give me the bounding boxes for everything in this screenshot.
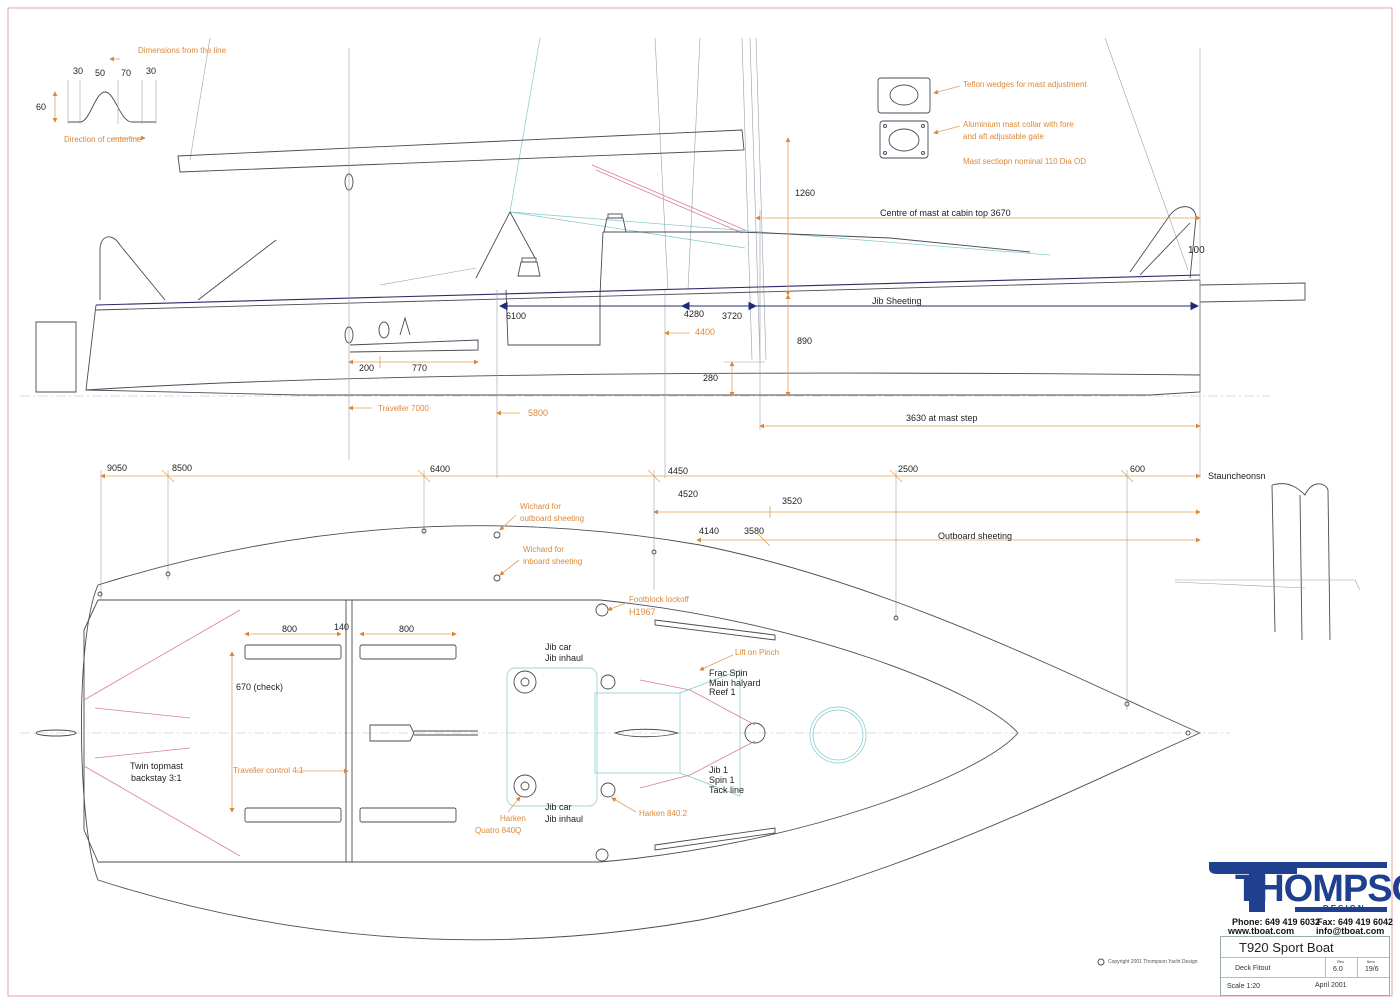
brand-phone: Phone: 649 419 6032 <box>1232 917 1321 927</box>
rev-value: 6.0 <box>1333 966 1343 973</box>
station-8500: 8500 <box>172 463 192 473</box>
brand-fax: Fax: 649 419 6042 <box>1317 917 1394 927</box>
harken-quatro-label: Harken <box>500 814 526 823</box>
stanchion-detail <box>1174 483 1361 641</box>
dim-6100: 6100 <box>506 311 526 321</box>
jibcar-bottom-label: Jib inhaul <box>545 814 583 824</box>
detail-direction: Direction of centerline <box>64 135 142 144</box>
line-tack: Tack line <box>709 785 744 795</box>
hull-plan: Wichard for outboard sheeting Wichard fo… <box>20 502 1230 941</box>
dim-800b: 800 <box>399 624 414 634</box>
detail-dim: 30 <box>73 66 83 76</box>
footblock-label: Footblock lockoff <box>629 595 690 604</box>
item-label: Item <box>1367 959 1375 964</box>
dim-200: 200 <box>359 363 374 373</box>
detail-dim: 50 <box>95 68 105 78</box>
dim-4400: 4400 <box>695 327 715 337</box>
line-frac: Frac Spin <box>709 668 748 678</box>
jibcar-top-label: Jib inhaul <box>545 653 583 663</box>
date: April 2001 <box>1315 982 1347 989</box>
hull-profile: 1260 Centre of mast at cabin top 3670 10… <box>20 37 1306 478</box>
note-collar: Aluminium mast collar with fore <box>963 120 1074 129</box>
wichard-inboard-label: inboard sheeting <box>523 557 582 566</box>
detail-note: Dimensions from the line <box>138 46 227 55</box>
brand-logo: THOMPSON DESIGN <box>1205 860 1400 940</box>
traveller-label: Traveller 7000 <box>378 404 429 413</box>
copyright-text: Copyright 2001 Thompson Yacht Design <box>1108 959 1198 965</box>
item-value: 19/6 <box>1365 966 1379 973</box>
dim-3720: 3720 <box>722 311 742 321</box>
dim-mast-step: 3630 at mast step <box>906 413 978 423</box>
station-3520: 3520 <box>782 496 802 506</box>
station-9050: 9050 <box>107 463 127 473</box>
copyright-mark <box>1097 958 1105 966</box>
harken-840-label: Harken 840.2 <box>639 809 688 818</box>
traveller-control-label: Traveller control 4:1 <box>233 766 304 775</box>
drawing-name: Deck Fitout <box>1235 965 1271 972</box>
wichard-outboard-label: Wichard for <box>520 502 561 511</box>
dim-890: 890 <box>797 336 812 346</box>
backstay-label: backstay 3:1 <box>131 773 182 783</box>
station-6400: 6400 <box>430 464 450 474</box>
backstay-label: Twin topmast <box>130 761 184 771</box>
mast-collar-detail: Teflon wedges for mast adjustment Alumin… <box>877 77 1087 166</box>
lift-label: Lift on Pinch <box>735 648 779 657</box>
detail-dim: 70 <box>121 68 131 78</box>
line-reef: Reef 1 <box>709 687 736 697</box>
jibcar-bottom-label: Jib car <box>545 802 572 812</box>
station-4450: 4450 <box>668 466 688 476</box>
drawing-title: T920 Sport Boat <box>1239 940 1334 955</box>
brand-web: www.tboat.com <box>1228 926 1295 936</box>
dim-140: 140 <box>334 622 349 632</box>
brand-email: info@tboat.com <box>1316 926 1385 936</box>
rev-label: Rev <box>1337 959 1345 964</box>
sheet-border <box>7 7 1393 997</box>
detail-dim: 30 <box>146 66 156 76</box>
station-dimensions: 9050 8500 6400 4450 2500 600 Stauncheons… <box>100 463 1266 710</box>
dim-770: 770 <box>412 363 427 373</box>
title-block: T920 Sport Boat Deck Fitout Rev 6.0 Item… <box>1220 936 1390 996</box>
dim-4280: 4280 <box>684 309 704 319</box>
line-jib1: Jib 1 <box>709 765 728 775</box>
wichard-outboard-label: outboard sheeting <box>520 514 584 523</box>
wedge-detail: Dimensions from the line 30 50 70 30 60 … <box>36 46 227 144</box>
brand-sub: DESIGN <box>1323 904 1366 913</box>
dim-5800: 5800 <box>528 408 548 418</box>
brand-name: THOMPSON <box>1235 868 1400 910</box>
line-spin1: Spin 1 <box>709 775 735 785</box>
dim-280: 280 <box>703 373 718 383</box>
note-teflon: Teflon wedges for mast adjustment <box>963 80 1087 89</box>
jib-sheeting-label: Jib Sheeting <box>872 296 922 306</box>
station-4520: 4520 <box>678 489 698 499</box>
station-3580: 3580 <box>744 526 764 536</box>
note-section: Mast sectiopn nominal 110 Dia OD <box>963 157 1086 166</box>
station-2500: 2500 <box>898 464 918 474</box>
wichard-inboard-label: Wichard for <box>523 545 564 554</box>
note-collar: and aft adjustable gate <box>963 132 1045 141</box>
jibcar-top-label: Jib car <box>545 642 572 652</box>
stanchions-label: Stauncheonsn <box>1208 471 1266 481</box>
scale: Scale 1:20 <box>1227 983 1261 990</box>
station-600: 600 <box>1130 464 1145 474</box>
dim-800a: 800 <box>282 624 297 634</box>
detail-height: 60 <box>36 102 46 112</box>
dim-centre-mast: Centre of mast at cabin top 3670 <box>880 208 1011 218</box>
line-main: Main halyard <box>709 678 761 688</box>
dim-670: 670 (check) <box>236 682 283 692</box>
dim-100: 100 <box>1188 245 1205 256</box>
harken-quatro-label: Quatro 840Q <box>475 826 521 835</box>
station-4140: 4140 <box>699 526 719 536</box>
footblock-label: H1967 <box>629 607 656 617</box>
outboard-sheeting-label: Outboard sheeting <box>938 531 1012 541</box>
dim-1260: 1260 <box>795 188 815 198</box>
